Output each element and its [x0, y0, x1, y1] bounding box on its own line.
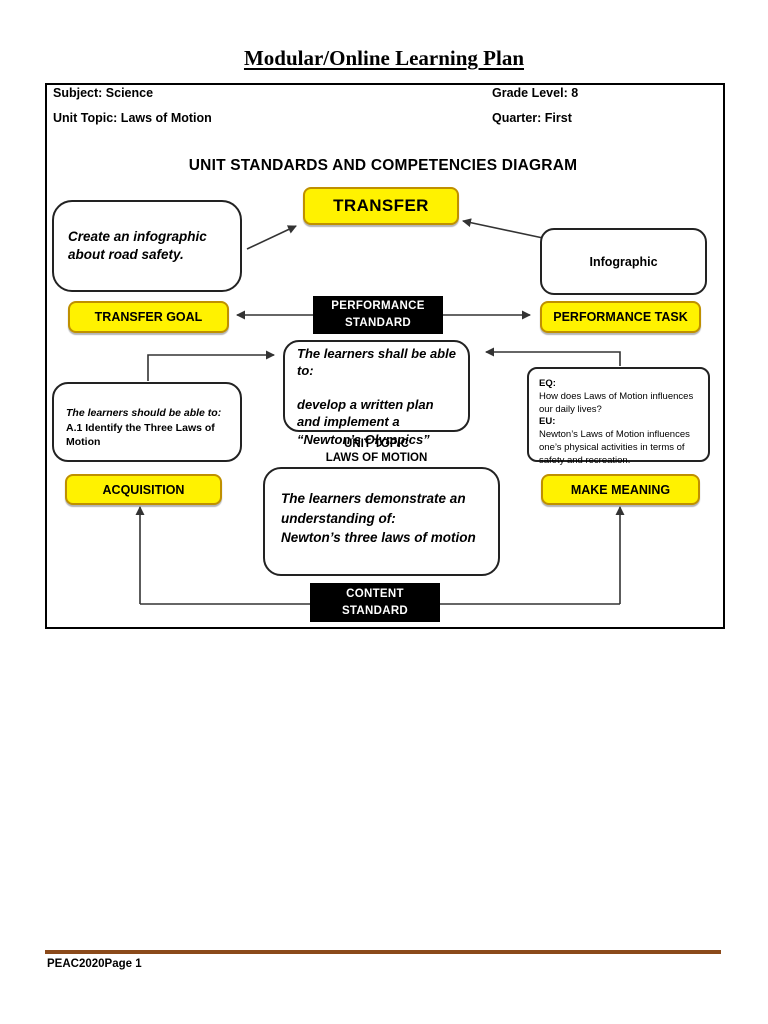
make-meaning-label: MAKE MEANING — [570, 482, 671, 497]
eq-text: How does Laws of Motion influences our d… — [539, 390, 694, 415]
acquisition-label: ACQUISITION — [102, 482, 185, 497]
grade-level-field: Grade Level: 8 — [492, 86, 579, 100]
content-standard-note-box: The learners demonstrate an understandin… — [263, 467, 500, 576]
eq-label: EQ: — [539, 378, 556, 389]
performance-task-note-box: Infographic — [540, 228, 707, 295]
diagram-heading: UNIT STANDARDS AND COMPETENCIES DIAGRAM — [188, 157, 578, 174]
performance-standard-line1: PERFORMANCE — [331, 300, 425, 313]
subject-field: Subject: Science — [53, 86, 154, 100]
footer-rule — [45, 950, 721, 954]
unit-topic-line1: UNIT TOPIC — [344, 438, 409, 450]
acquisition-note-lead: The learners should be able to: — [66, 407, 222, 419]
content-standard-line2: STANDARD — [341, 604, 409, 617]
eu-label: EU: — [539, 416, 556, 428]
performance-standard-note-line2: develop a written plan and implement a “… — [297, 397, 434, 447]
quarter-field: Quarter: First — [492, 111, 572, 125]
transfer-goal-box: TRANSFER GOAL — [68, 301, 229, 333]
content-standard-box: CONTENT STANDARD — [310, 583, 440, 622]
content-note-line2: Newton’s three laws of motion — [281, 530, 476, 546]
acquisition-note-box: The learners should be able to: A.1 Iden… — [52, 382, 242, 462]
footer-page-label: PEAC2020Page 1 — [47, 958, 142, 970]
unit-topic-line2: LAWS OF MOTION — [325, 452, 428, 465]
unit-topic-field: Unit Topic: Laws of Motion — [53, 111, 212, 125]
performance-standard-note-box: The learners shall be able to: develop a… — [283, 340, 470, 447]
acquisition-note-body: A.1 Identify the Three Laws of Motion — [66, 421, 215, 449]
page-title: Modular/Online Learning Plan — [243, 46, 525, 70]
performance-task-note-text: Infographic — [589, 254, 658, 269]
transfer-goal-note-box: Create an infographic about road safety. — [52, 200, 242, 292]
performance-task-box: PERFORMANCE TASK — [540, 301, 701, 333]
performance-standard-box: PERFORMANCE STANDARD — [313, 296, 443, 334]
content-note-line1: The learners demonstrate an understandin… — [281, 491, 466, 526]
transfer-label: TRANSFER — [333, 196, 429, 215]
performance-standard-line2: STANDARD — [344, 317, 412, 329]
performance-task-label: PERFORMANCE TASK — [553, 310, 688, 324]
transfer-goal-note-text: Create an infographic about road safety. — [68, 228, 207, 262]
acquisition-box: ACQUISITION — [65, 474, 222, 505]
performance-standard-note-line1: The learners shall be able to: — [297, 346, 456, 379]
content-standard-line1: CONTENT — [346, 587, 404, 600]
make-meaning-box: MAKE MEANING — [541, 474, 700, 505]
transfer-box: TRANSFER — [303, 187, 459, 225]
unit-topic-caption: UNIT TOPIC LAWS OF MOTION — [283, 437, 470, 466]
eu-text: Newton’s Laws of Motion influences one’s… — [539, 429, 690, 466]
transfer-goal-label: TRANSFER GOAL — [94, 310, 203, 324]
eq-eu-note-box: EQ: How does Laws of Motion influences o… — [527, 367, 710, 466]
